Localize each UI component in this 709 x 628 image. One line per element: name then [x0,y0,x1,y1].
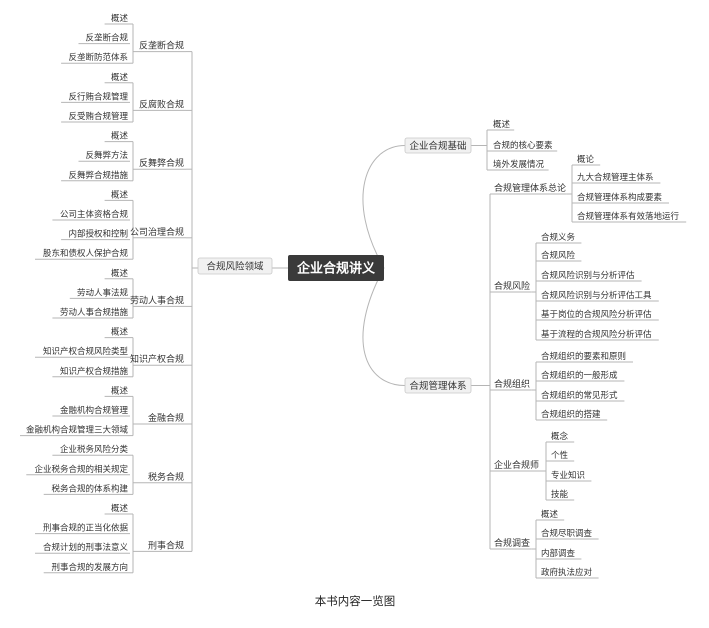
right-leaf-node: 概述 [493,119,511,130]
right-leaf-node: 合规风险识别与分析评估工具 [541,290,652,301]
leaf-node: 税务合规的体系构建 [51,483,128,494]
leaf-node: 劳动人事法规 [77,287,129,298]
right-leaf-node: 合规义务 [541,232,576,243]
leaf-node: 概述 [111,385,129,396]
right-sub-branch-label: 合规调查 [494,537,530,549]
root-node-label: 企业合规讲义 [296,261,376,277]
left-branch-label: 合规风险领域 [206,261,264,273]
right-leaf-node: 合规组织的一般形成 [541,370,618,381]
leaf-node: 企业税务合规的相关规定 [34,464,128,475]
right-leaf-node: 合规管理体系有效落地运行 [577,211,680,222]
leaf-node: 刑事合规的正当化依据 [43,523,129,534]
left-sub-branch-label: 知识产权合规 [130,353,184,365]
connector-lines [20,23,687,579]
left-sub-branch-label: 反垄断合规 [139,40,184,52]
left-sub-branch-label: 公司治理合规 [130,226,184,238]
left-sub-branch-label: 反腐败合规 [139,98,184,110]
leaf-node: 反行贿合规管理 [68,91,128,102]
right-leaf-node: 九大合规管理主体系 [577,172,654,183]
figure-caption: 本书内容一览图 [315,594,396,608]
left-branch-node [197,257,273,275]
right-branch-label-1: 企业合规基础 [409,140,466,152]
right-leaf-node: 基于岗位的合规风险分析评估 [541,309,652,320]
leaf-node: 概述 [111,13,129,24]
right-leaf-node: 合规组织的搭建 [541,409,601,420]
right-leaf-node: 合规组织的要素和原则 [541,351,626,362]
right-branch-node-2 [404,377,472,394]
leaf-node: 概述 [111,131,129,142]
leaf-node: 公司主体资格合规 [60,209,129,220]
left-sub-branch-label: 金融合规 [148,412,184,424]
leaf-node: 反舞弊方法 [85,150,128,161]
leaf-node: 反舞弊合规措施 [68,170,128,181]
right-sub-branch-label: 合规组织 [494,378,530,390]
right-leaf-node: 合规尽职调查 [541,528,593,539]
right-leaf-node: 概论 [577,154,595,165]
leaf-node: 概述 [111,189,129,200]
leaf-node: 概述 [111,268,129,279]
leaf-node: 概述 [111,503,129,514]
connector-curve [362,267,406,386]
right-leaf-node: 境外发展情况 [493,159,545,170]
leaf-node: 股东和债权人保护合规 [43,248,129,259]
connector-curve [362,145,406,269]
right-leaf-node: 合规组织的常见形式 [541,390,618,401]
right-leaf-node: 政府执法应对 [541,567,593,578]
left-sub-branch-label: 反舞弊合规 [139,157,184,169]
right-leaf-node: 内部调查 [541,548,576,559]
leaf-node: 金融机构合规管理三大领域 [26,425,129,436]
leaf-node: 刑事合规的发展方向 [51,562,128,573]
right-branch-node-1 [404,137,472,154]
leaf-node: 企业税务风险分类 [60,444,129,455]
left-sub-branch-label: 劳动人事合规 [130,294,184,306]
root-node [288,255,384,281]
leaf-node: 合规计划的刑事法意义 [43,542,129,553]
leaf-node: 反垄断合规 [85,33,128,44]
right-leaf-node: 概述 [541,509,559,520]
leaf-node: 知识产权合规风险类型 [43,346,129,357]
right-leaf-node: 专业知识 [551,470,585,481]
right-sub-branch-label: 企业合规师 [494,459,539,471]
right-leaf-node: 概念 [551,431,569,442]
leaf-node: 金融机构合规管理 [60,405,129,416]
right-sub-branch-label: 合规管理体系总论 [494,182,566,194]
leaf-node: 概述 [111,72,129,83]
left-sub-branch-label: 税务合规 [148,471,184,483]
right-leaf-node: 技能 [551,489,569,500]
right-leaf-node: 合规风险识别与分析评估 [541,270,635,281]
leaf-node: 知识产权合规措施 [60,366,129,377]
right-branch-label-2: 合规管理体系 [409,380,466,392]
right-leaf-node: 合规风险 [541,250,576,261]
right-sub-branch-label: 合规风险 [494,280,530,292]
leaf-node: 内部授权和控制 [68,229,128,240]
right-leaf-node: 合规的核心要素 [493,140,553,151]
right-leaf-node: 合规管理体系构成要素 [577,192,663,203]
leaf-node: 概述 [111,327,129,338]
leaf-node: 劳动人事合规措施 [60,307,129,318]
mindmap-nodes: 企业合规讲义合规风险领域概述反垄断合规反垄断防范体系反垄断合规概述反行贿合规管理… [26,13,680,578]
right-leaf-node: 个性 [551,450,569,461]
left-sub-branch-label: 刑事合规 [148,539,184,551]
right-leaf-node: 基于流程的合规风险分析评估 [541,329,652,340]
leaf-node: 反垄断防范体系 [68,52,128,63]
leaf-node: 反受贿合规管理 [68,111,128,122]
